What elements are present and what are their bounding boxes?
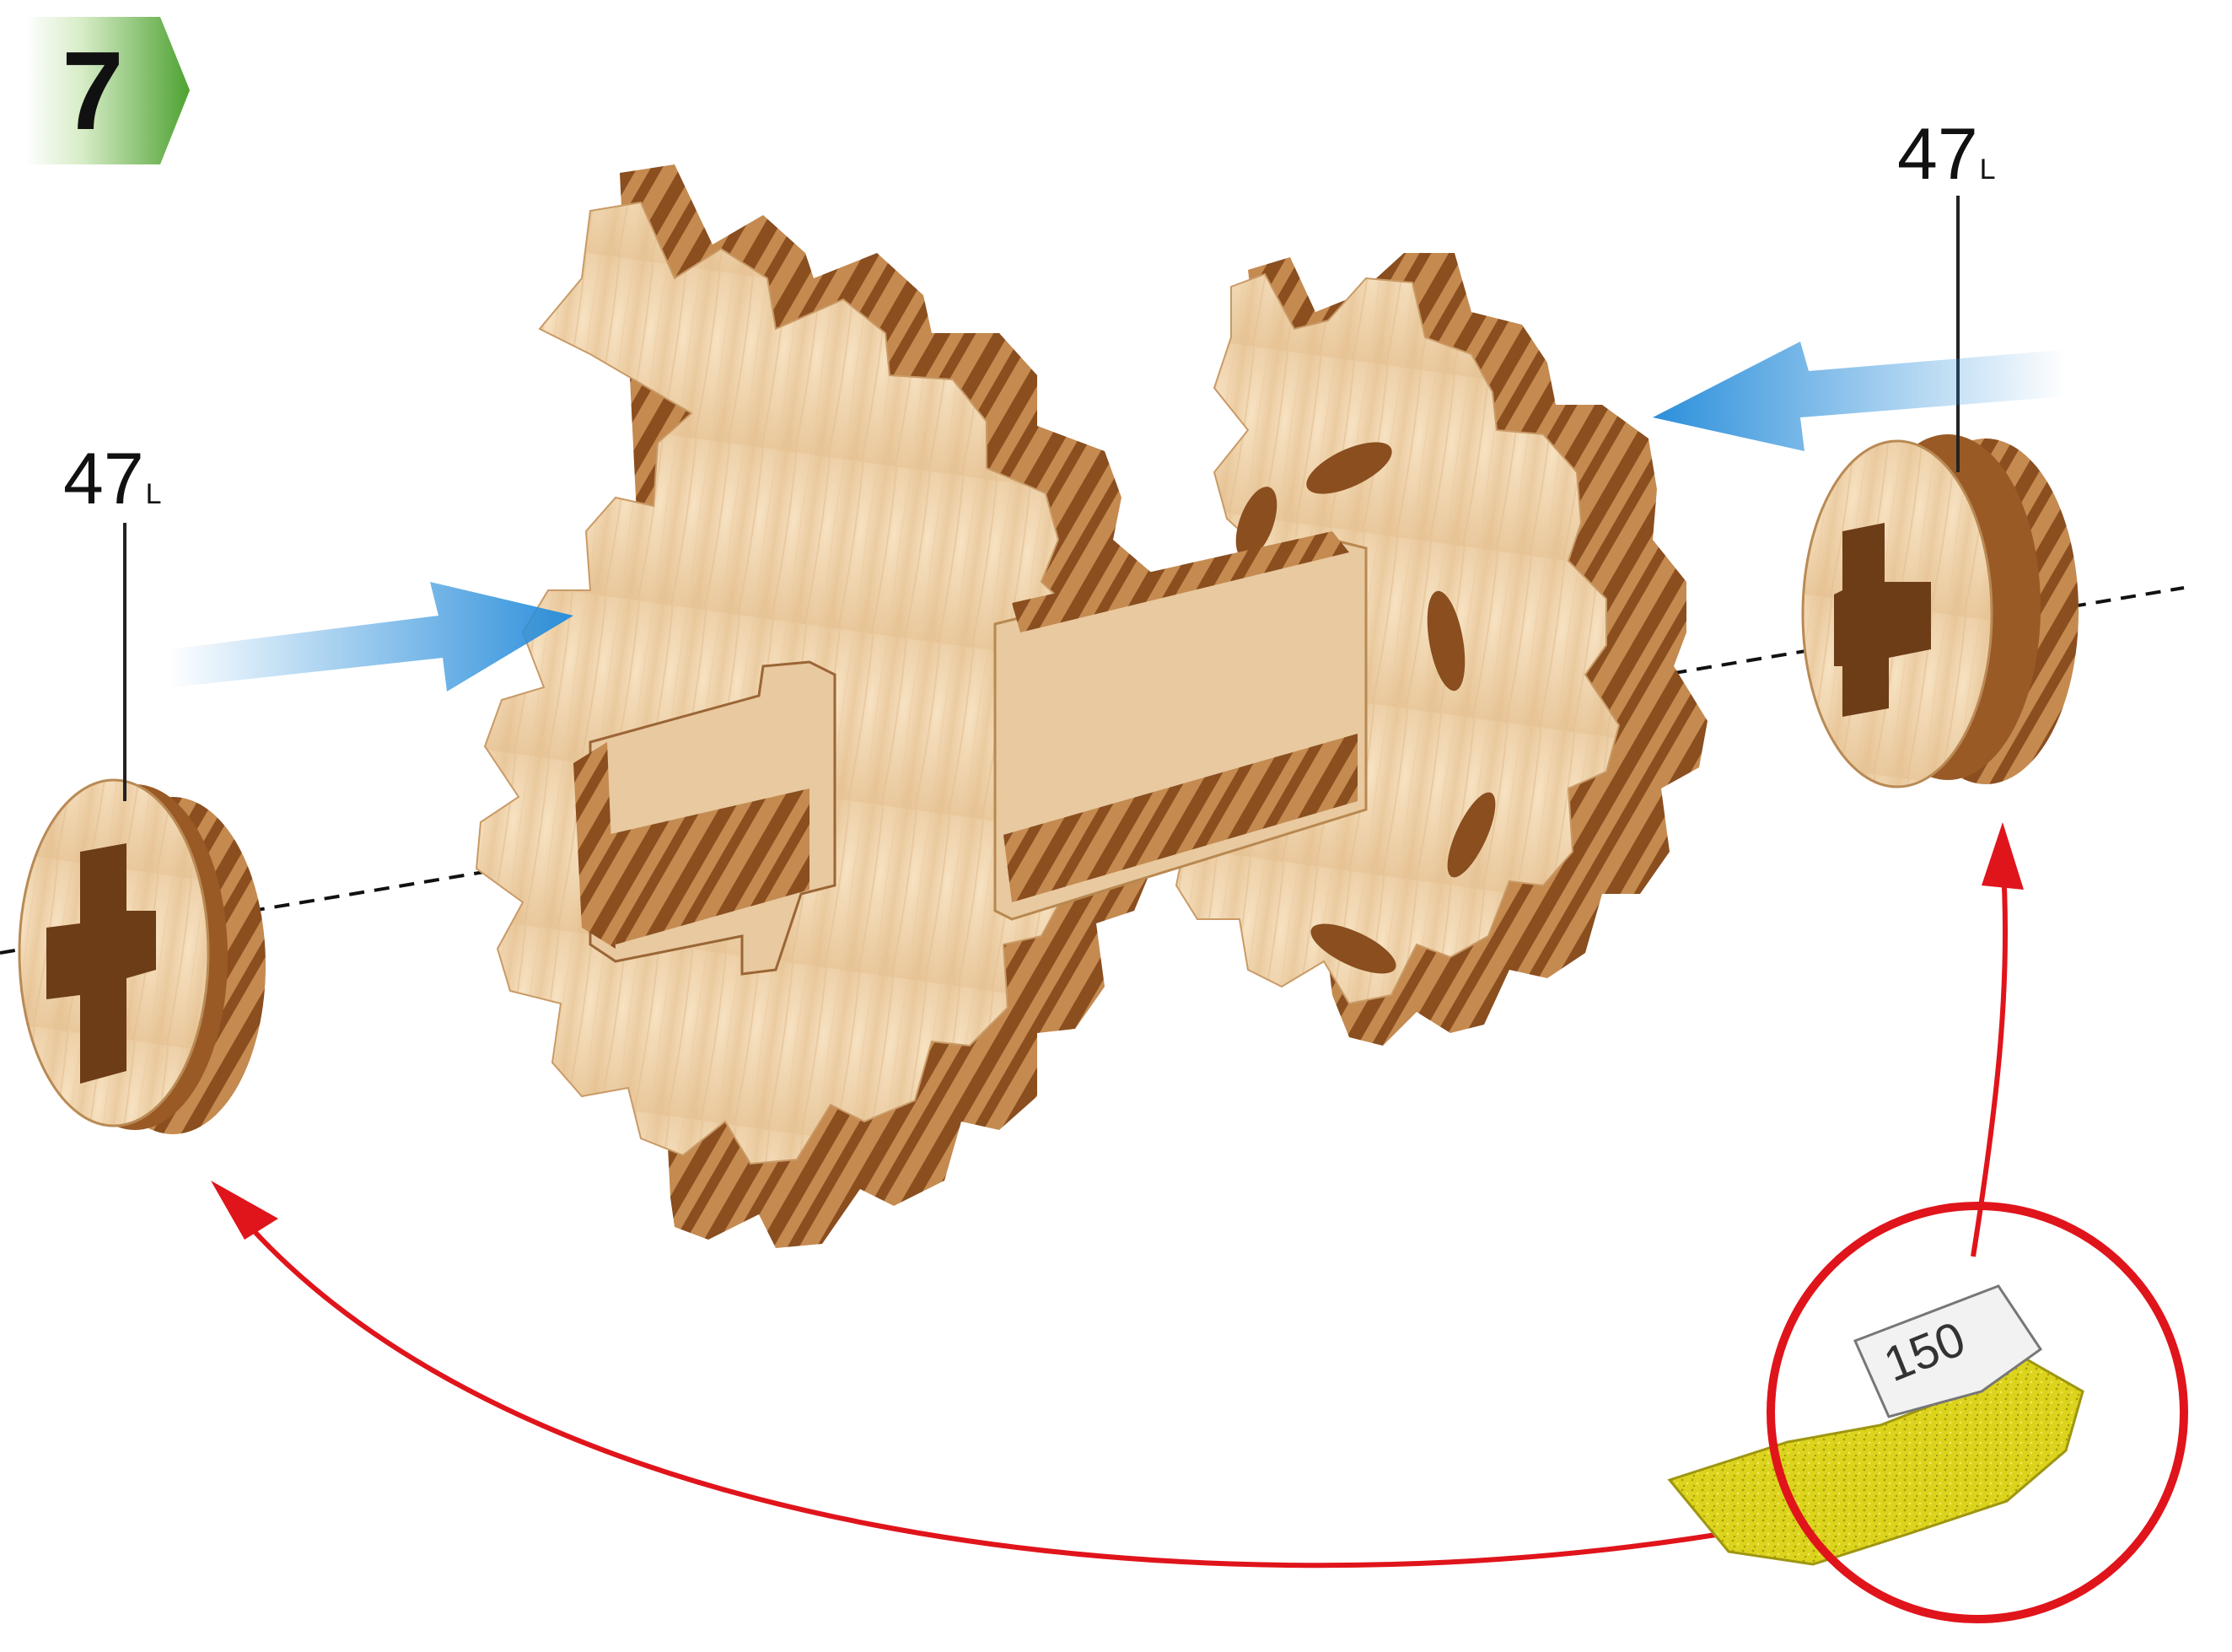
spacer-ring-left: [19, 780, 266, 1134]
part-number-right: 47: [1897, 114, 1978, 195]
push-arrow-right: [1653, 342, 2066, 451]
part-suffix-left: L: [146, 478, 162, 510]
push-arrow-left: [169, 582, 573, 691]
part-label-left: 47L: [63, 443, 162, 515]
part-label-right: 47L: [1897, 118, 1996, 191]
part-number-left: 47: [63, 439, 144, 519]
sanding-arrowhead-right: [1982, 822, 2024, 890]
spacer-ring-right: [1803, 434, 2079, 787]
part-suffix-right: L: [1980, 153, 1996, 186]
sanding-arrowhead-left: [211, 1181, 278, 1240]
sandpaper-icon: [1670, 1286, 2083, 1564]
step-number: 7: [25, 17, 160, 164]
